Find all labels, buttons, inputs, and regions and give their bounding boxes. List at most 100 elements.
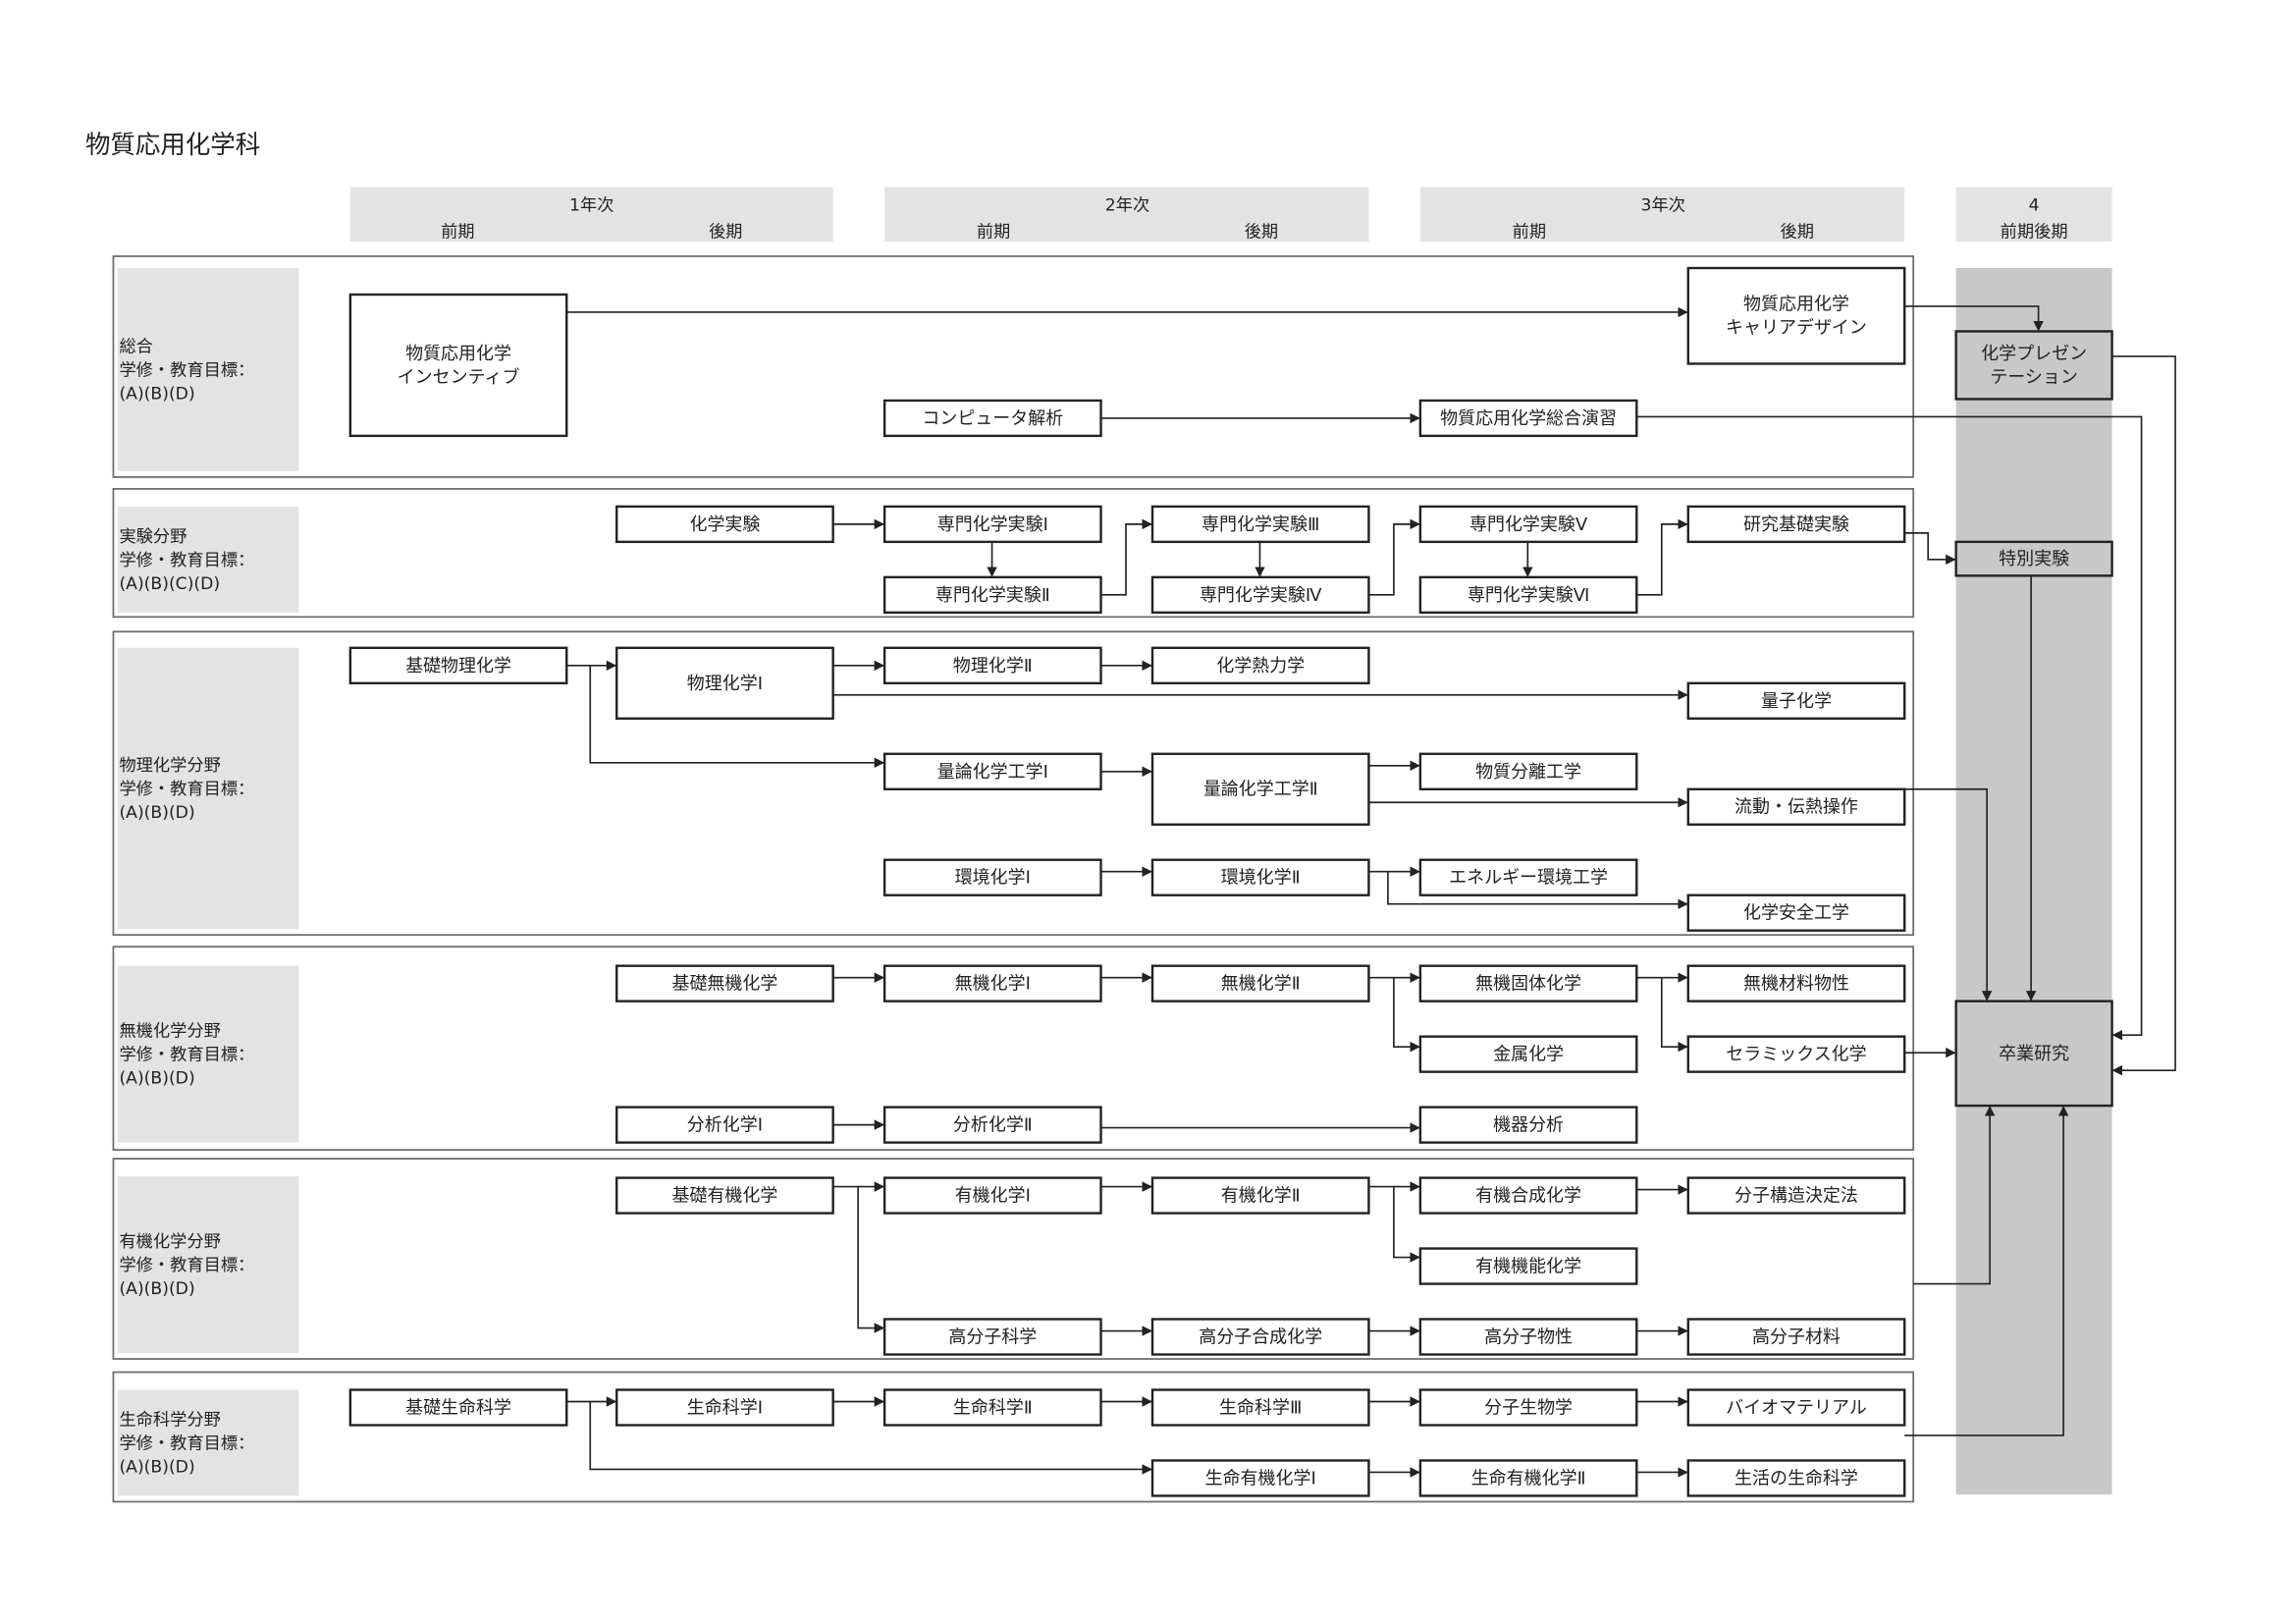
course-ryoron1[interactable]: 量論化学工学Ⅰ	[882, 752, 1102, 790]
course-ceramics[interactable]: セラミックス化学	[1686, 1035, 1906, 1073]
term-both: 前期後期	[2001, 223, 2068, 243]
course-kenkyu-kiso[interactable]: 研究基礎実験	[1686, 505, 1906, 544]
course-seimei3[interactable]: 生命科学Ⅲ	[1150, 1388, 1370, 1427]
prerequisite-arrow	[1368, 518, 1420, 596]
course-senmon5[interactable]: 専門化学実験Ⅴ	[1418, 505, 1638, 544]
course-muki-kotai[interactable]: 無機固体化学	[1418, 964, 1638, 1002]
course-label: 専門化学実験Ⅴ	[1469, 514, 1588, 535]
course-box	[882, 1388, 1102, 1427]
course-label: 専門化学実験Ⅰ	[937, 514, 1048, 535]
course-netsurikigaku[interactable]: 化学熱力学	[1150, 646, 1370, 685]
course-kiso-muki[interactable]: 基礎無機化学	[615, 964, 834, 1002]
course-bunri[interactable]: 物質分離工学	[1418, 752, 1638, 790]
course-kiso-seimei[interactable]: 基礎生命科学	[348, 1388, 568, 1427]
course-kobunshi-gosei[interactable]: 高分子合成化学	[1150, 1318, 1370, 1356]
course-box	[1418, 1106, 1638, 1144]
course-senmon4[interactable]: 専門化学実験Ⅳ	[1150, 575, 1370, 615]
course-label: 分子構造決定法	[1735, 1186, 1858, 1207]
course-kagaku-jikken[interactable]: 化学実験	[615, 505, 834, 544]
course-box	[615, 1176, 834, 1215]
course-butsuri1[interactable]: 物理化学Ⅰ	[615, 646, 834, 720]
course-yuki-gosei[interactable]: 有機合成化学	[1418, 1176, 1638, 1215]
term-second: 後期	[1245, 223, 1278, 243]
course-sogo-enshu[interactable]: 物質応用化学総合演習	[1418, 399, 1638, 438]
course-kiso-yuki[interactable]: 基礎有機化学	[615, 1176, 834, 1215]
course-senmon3[interactable]: 専門化学実験Ⅲ	[1150, 505, 1370, 544]
course-kankyo1[interactable]: 環境化学Ⅰ	[882, 858, 1102, 896]
course-kankyo2[interactable]: 環境化学Ⅱ	[1150, 858, 1370, 896]
course-kobunshi-bussei[interactable]: 高分子物性	[1418, 1318, 1638, 1356]
page-title: 物質応用化学科	[85, 131, 260, 160]
course-kiki[interactable]: 機器分析	[1418, 1106, 1638, 1144]
course-sotsugyo[interactable]: 卒業研究	[1954, 1000, 2113, 1108]
course-ryoshi[interactable]: 量子化学	[1686, 681, 1906, 720]
course-box	[1150, 858, 1370, 896]
term-second: 後期	[1780, 223, 1813, 243]
course-seikatsu[interactable]: 生活の生命科学	[1686, 1459, 1906, 1497]
course-label: 無機化学Ⅱ	[1221, 974, 1301, 995]
prerequisite-arrow	[1387, 871, 1688, 909]
course-label: 生命科学Ⅲ	[1219, 1397, 1302, 1418]
course-bunshi-kozo[interactable]: 分子構造決定法	[1686, 1176, 1906, 1215]
course-box	[1686, 893, 1906, 932]
course-label: 専門化学実験Ⅲ	[1201, 514, 1319, 535]
section-label-bg	[117, 1176, 299, 1354]
course-label: 卒業研究	[1999, 1044, 2069, 1064]
course-label: 生命科学Ⅱ	[953, 1397, 1033, 1418]
section-goal-label: 学修・教育目標：	[119, 360, 254, 380]
course-seimei1[interactable]: 生命科学Ⅰ	[615, 1388, 834, 1427]
course-label: 量子化学	[1761, 691, 1832, 712]
course-anzen[interactable]: 化学安全工学	[1686, 893, 1906, 932]
course-box	[348, 293, 568, 438]
course-label: 基礎物理化学	[405, 656, 511, 677]
course-senmon1[interactable]: 専門化学実験Ⅰ	[882, 505, 1102, 544]
course-kobunshi[interactable]: 高分子科学	[882, 1318, 1102, 1356]
course-muki1[interactable]: 無機化学Ⅰ	[882, 964, 1102, 1002]
course-box	[882, 505, 1102, 544]
course-label: 有機化学Ⅱ	[1221, 1186, 1301, 1207]
prerequisite-arrow	[1904, 787, 1993, 1001]
course-kinzoku[interactable]: 金属化学	[1418, 1035, 1638, 1073]
course-box	[1150, 964, 1370, 1002]
prerequisite-arrow	[2111, 355, 2176, 1076]
course-seimei-yuki1[interactable]: 生命有機化学Ⅰ	[1150, 1459, 1370, 1497]
course-yuki2[interactable]: 有機化学Ⅱ	[1150, 1176, 1370, 1215]
course-seimei2[interactable]: 生命科学Ⅱ	[882, 1388, 1102, 1427]
course-bunshi-seibutsu[interactable]: 分子生物学	[1418, 1388, 1638, 1427]
course-senmon6[interactable]: 専門化学実験Ⅵ	[1418, 575, 1638, 615]
prerequisite-arrow	[857, 1186, 885, 1333]
course-bunseki1[interactable]: 分析化学Ⅰ	[615, 1106, 834, 1144]
course-bio[interactable]: バイオマテリアル	[1686, 1388, 1906, 1427]
course-ryoron2[interactable]: 量論化学工学Ⅱ	[1150, 752, 1370, 826]
course-label: 化学プレゼン	[1981, 344, 2087, 364]
course-butsuri2[interactable]: 物理化学Ⅱ	[882, 646, 1102, 685]
course-ryudo[interactable]: 流動・伝熱操作	[1686, 787, 1906, 826]
course-muki-zairyo[interactable]: 無機材料物性	[1686, 964, 1906, 1002]
course-computer[interactable]: コンピュータ解析	[882, 399, 1102, 438]
course-box	[348, 646, 568, 685]
course-box	[1418, 1388, 1638, 1427]
course-bunseki2[interactable]: 分析化学Ⅱ	[882, 1106, 1102, 1144]
course-box	[1418, 1318, 1638, 1356]
prerequisite-arrow	[1904, 305, 2044, 332]
course-seimei-yuki2[interactable]: 生命有機化学Ⅱ	[1418, 1459, 1638, 1497]
course-senmon2[interactable]: 専門化学実験Ⅱ	[882, 575, 1102, 615]
course-yuki-kino[interactable]: 有機機能化学	[1418, 1247, 1638, 1285]
course-muki2[interactable]: 無機化学Ⅱ	[1150, 964, 1370, 1002]
course-label: コンピュータ解析	[922, 408, 1063, 429]
course-kobunshi-zairyo[interactable]: 高分子材料	[1686, 1318, 1906, 1356]
course-tokubetsu[interactable]: 特別実験	[1954, 540, 2113, 577]
course-box	[882, 752, 1102, 790]
prerequisite-arrow	[1636, 415, 2143, 1041]
course-label: 専門化学実験Ⅳ	[1200, 585, 1322, 606]
course-energy[interactable]: エネルギー環境工学	[1418, 858, 1638, 896]
course-label: 高分子物性	[1484, 1327, 1573, 1348]
course-kiso-butsuri[interactable]: 基礎物理化学	[348, 646, 568, 685]
course-yuki1[interactable]: 有機化学Ⅰ	[882, 1176, 1102, 1215]
course-label: 無機固体化学	[1475, 974, 1581, 995]
